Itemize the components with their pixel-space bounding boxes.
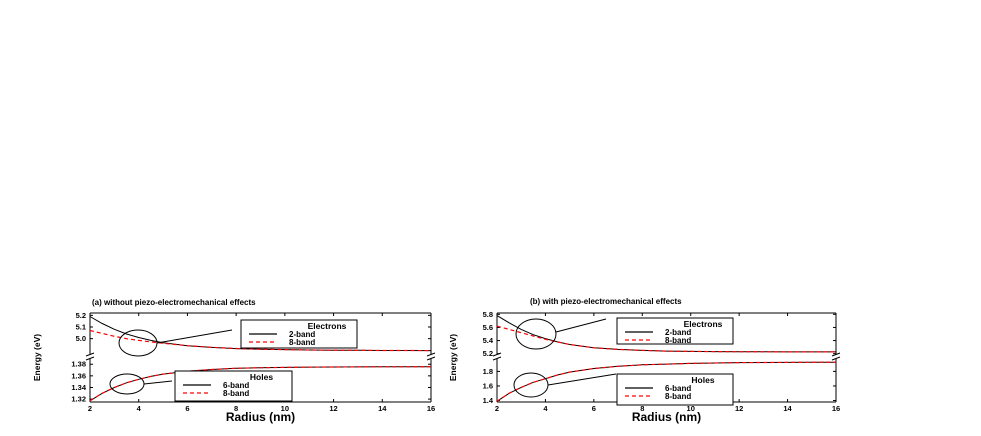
x-axis-label: Radius (nm) xyxy=(632,410,701,424)
y-tick-label: 5.2 xyxy=(76,311,86,320)
axis-break-right xyxy=(831,352,841,361)
y-tick-label: 5.6 xyxy=(483,323,493,332)
legend-label: 8-band xyxy=(665,392,691,401)
y-axis-label: Energy (eV) xyxy=(448,334,458,381)
legend-title: Holes xyxy=(691,375,714,385)
x-tick-label: 10 xyxy=(687,404,695,413)
legend-box xyxy=(174,370,293,402)
y-tick-label: 1.6 xyxy=(483,381,493,390)
y-tick-label: 5.0 xyxy=(76,334,86,343)
y-tick-label: 1.38 xyxy=(71,360,86,369)
series-line-holes-8-band xyxy=(496,361,837,402)
legend-box xyxy=(616,317,734,345)
y-tick-label: 5.1 xyxy=(76,323,86,332)
x-tick-label: 14 xyxy=(783,404,792,413)
x-axis-label: Radius (nm) xyxy=(226,410,295,424)
x-tick-label: 10 xyxy=(281,404,289,413)
legend-label: 8-band xyxy=(289,338,315,347)
electrons-callout-line xyxy=(156,329,233,344)
legend-label: 2-band xyxy=(665,328,691,337)
legend-box xyxy=(616,373,734,406)
legend-title: Holes xyxy=(250,372,273,382)
x-tick-label: 12 xyxy=(329,404,337,413)
x-tick-label: 8 xyxy=(640,404,644,413)
legend-label: 8-band xyxy=(665,336,691,345)
y-tick-label: 5.8 xyxy=(483,310,493,319)
x-tick-label: 4 xyxy=(137,404,142,413)
y-tick-label: 1.34 xyxy=(71,383,86,392)
holes-callout-line xyxy=(547,373,617,386)
x-tick-label: 2 xyxy=(495,404,499,413)
x-tick-label: 16 xyxy=(832,404,840,413)
x-tick-label: 14 xyxy=(378,404,387,413)
y-axis-label: Energy (eV) xyxy=(32,334,42,381)
chart-b: (b) with piezo-electromechanical effects… xyxy=(448,297,841,424)
series-line-electrons-8-band xyxy=(89,329,432,352)
x-tick-label: 16 xyxy=(427,404,435,413)
x-tick-label: 2 xyxy=(88,404,92,413)
y-tick-label: 1.8 xyxy=(483,367,493,376)
legend-title: Electrons xyxy=(308,321,347,331)
series-line-electrons-8-band xyxy=(496,325,836,353)
x-tick-label: 12 xyxy=(735,404,743,413)
x-tick-label: 4 xyxy=(543,404,548,413)
holes-callout-line xyxy=(143,380,173,385)
y-tick-label: 1.32 xyxy=(71,395,86,404)
series-line-holes-8-band xyxy=(89,366,432,402)
chart-title: (a) without piezo-electromechanical effe… xyxy=(92,298,256,307)
axis-break-right xyxy=(426,352,436,361)
x-tick-label: 6 xyxy=(185,404,189,413)
x-tick-label: 8 xyxy=(234,404,238,413)
chart-title: (b) with piezo-electromechanical effects xyxy=(530,297,682,306)
y-tick-label: 1.4 xyxy=(483,396,494,405)
legend-label: 6-band xyxy=(665,384,691,393)
y-tick-label: 1.36 xyxy=(71,371,86,380)
electrons-callout-line xyxy=(555,318,607,333)
electrons-callout-circle xyxy=(515,318,557,350)
legend-label: 2-band xyxy=(289,330,315,339)
legend-label: 8-band xyxy=(223,389,249,398)
chart-a: (a) without piezo-electromechanical effe… xyxy=(32,298,436,424)
legend-label: 6-band xyxy=(223,381,249,390)
axis-break-left xyxy=(85,352,95,361)
y-tick-label: 5.4 xyxy=(483,336,494,345)
legend-title: Electrons xyxy=(684,319,723,329)
x-tick-label: 6 xyxy=(592,404,596,413)
y-tick-label: 5.2 xyxy=(483,349,493,358)
